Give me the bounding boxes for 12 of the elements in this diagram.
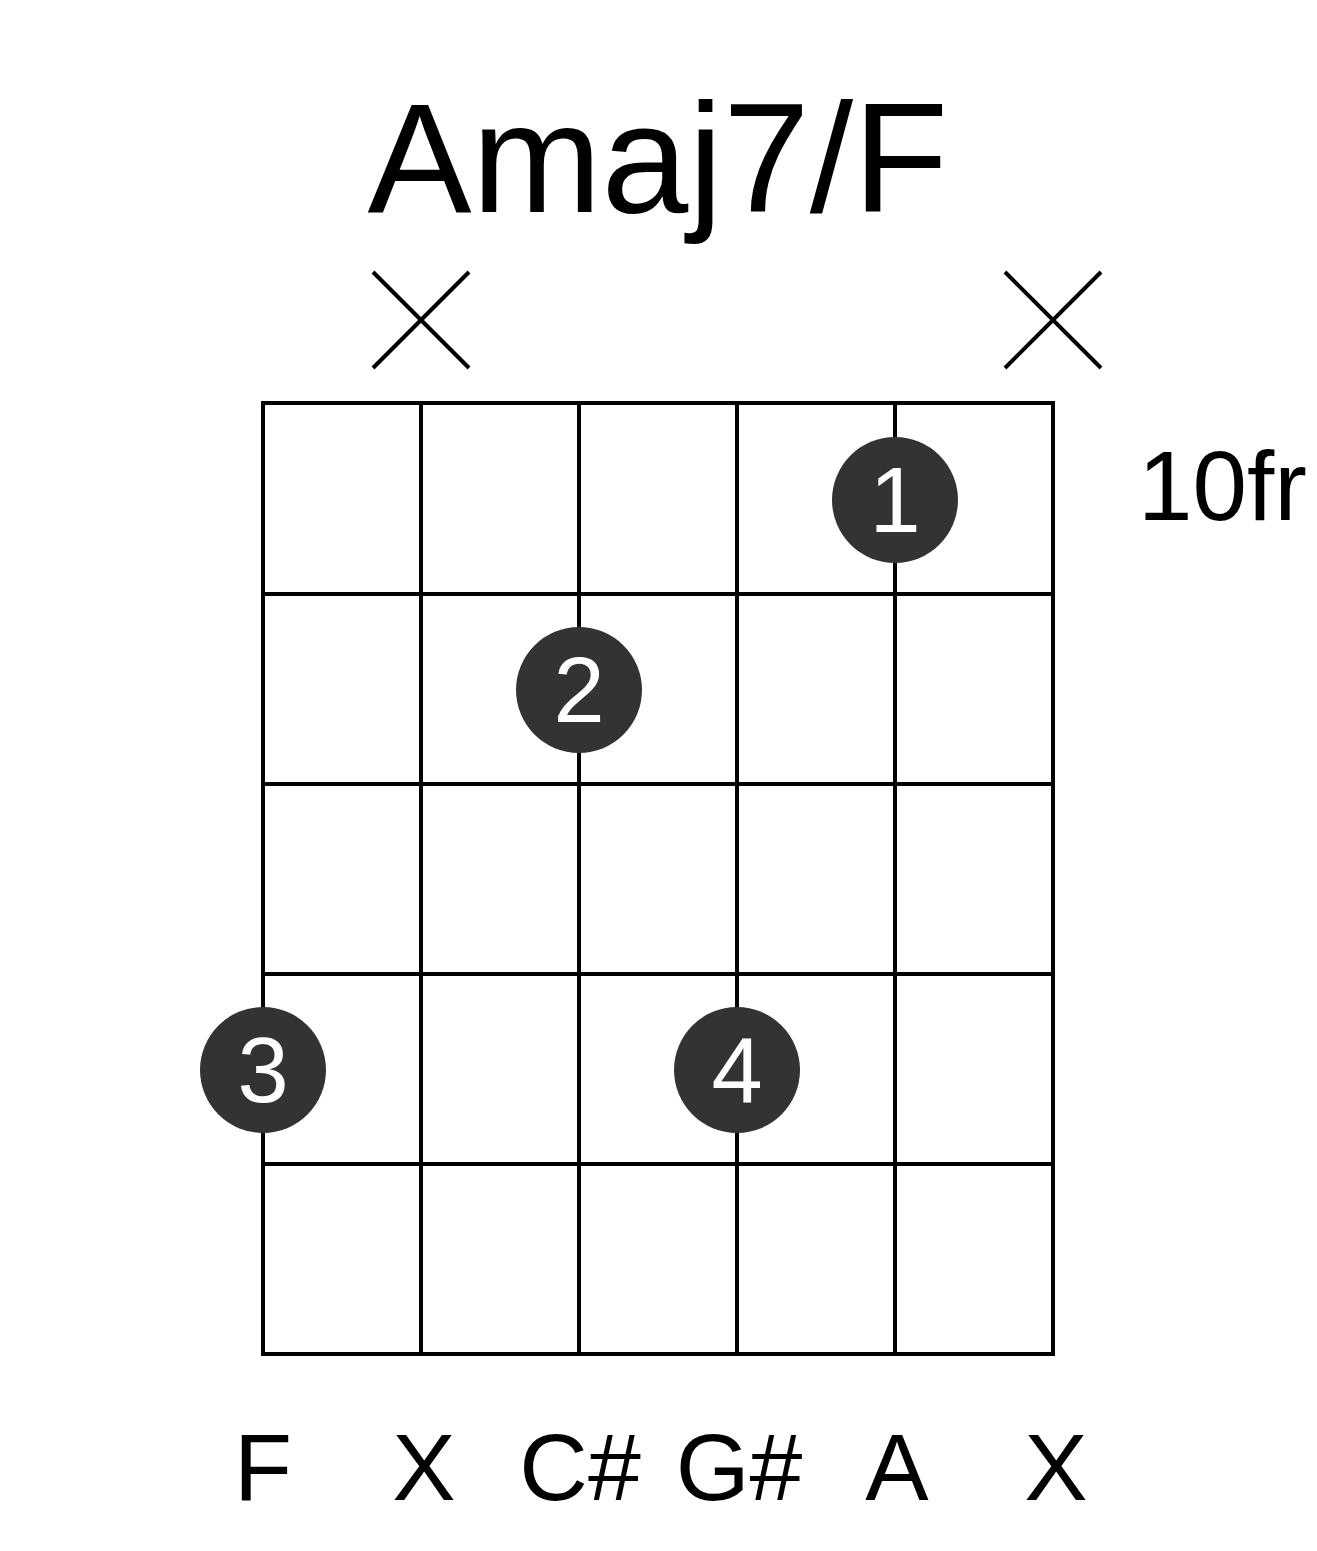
finger-dot: 1 <box>832 437 958 563</box>
finger-dot: 3 <box>200 1007 326 1133</box>
string-note-label: X <box>392 1420 456 1515</box>
string-note-label: C# <box>519 1420 641 1515</box>
string-note-label: X <box>1024 1420 1088 1515</box>
chord-title: Amaj7/F <box>366 70 950 247</box>
string-note-label: A <box>865 1420 929 1515</box>
string-note-label: F <box>234 1420 292 1515</box>
string-note-label: G# <box>675 1420 803 1515</box>
fret-number-label: 10fr <box>1138 437 1307 535</box>
finger-dot: 2 <box>516 627 642 753</box>
finger-dot: 4 <box>674 1007 800 1133</box>
